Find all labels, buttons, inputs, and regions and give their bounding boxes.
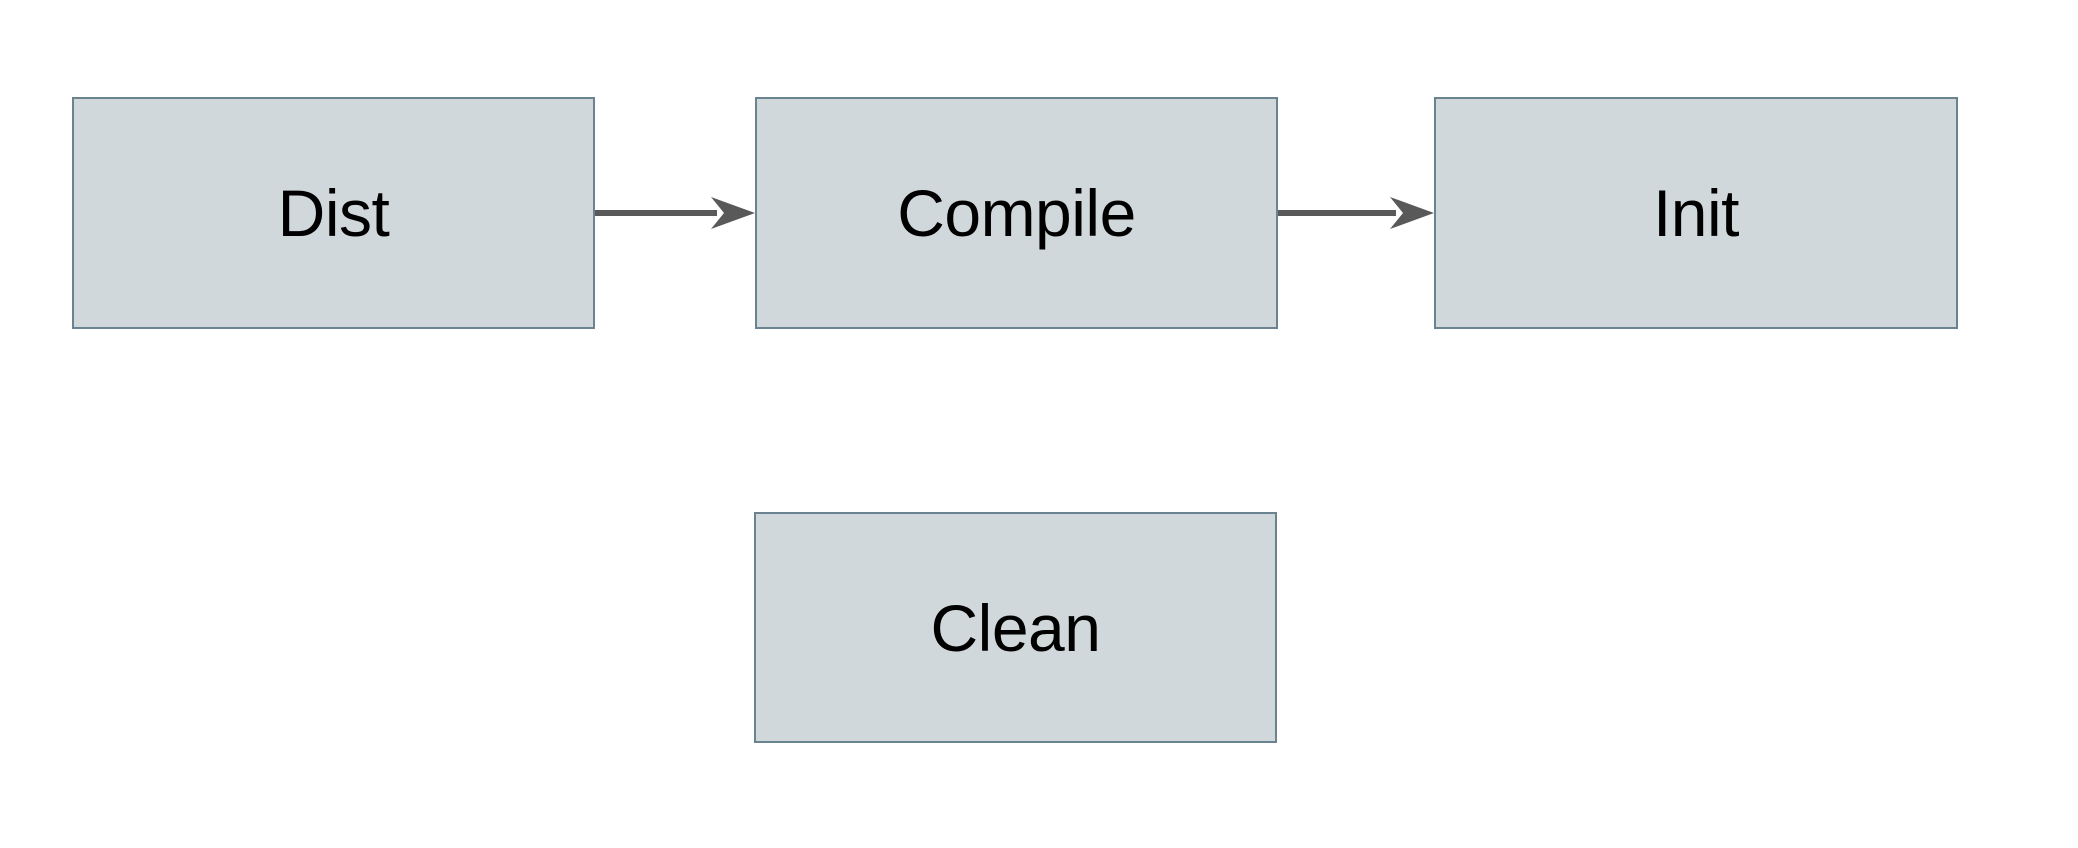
node-init[interactable]: Init	[1434, 97, 1958, 329]
arrow-icon	[595, 197, 755, 229]
node-compile[interactable]: Compile	[755, 97, 1278, 329]
arrow-icon	[1278, 197, 1434, 229]
node-init-label: Init	[1652, 176, 1740, 250]
node-clean-label: Clean	[930, 590, 1101, 665]
edge-dist-to-compile[interactable]	[595, 193, 755, 233]
node-compile-label: Compile	[897, 176, 1136, 250]
node-dist[interactable]: Dist	[72, 97, 595, 329]
edge-compile-to-init[interactable]	[1278, 193, 1434, 233]
node-dist-label: Dist	[277, 176, 390, 250]
node-clean[interactable]: Clean	[754, 512, 1277, 743]
